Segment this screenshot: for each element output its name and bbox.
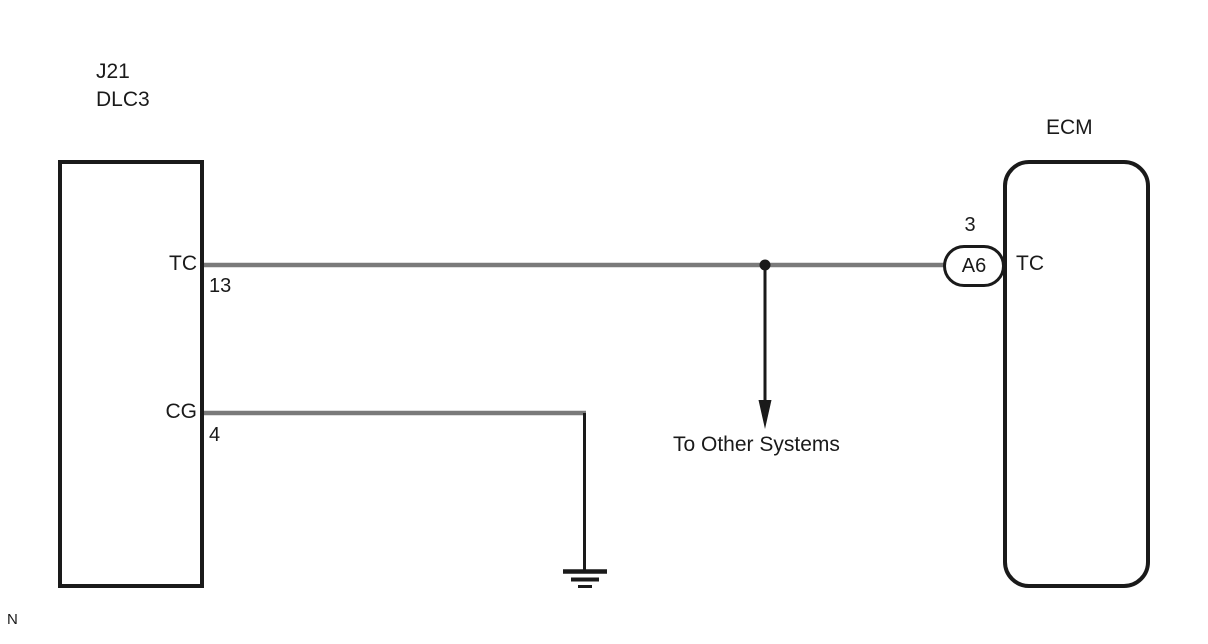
dlc3-connector-name: DLC3 xyxy=(96,88,150,111)
dlc3-box xyxy=(58,160,204,588)
ecm-pin-connector-oval: A6 xyxy=(943,245,1005,287)
dlc3-pin-tc-label: TC xyxy=(169,252,197,275)
ecm-box xyxy=(1003,160,1150,588)
ground-icon xyxy=(563,569,607,588)
arrow-down-icon xyxy=(758,400,772,429)
dlc3-pin-tc-number: 13 xyxy=(209,275,232,297)
ecm-pin-label: TC xyxy=(1016,252,1044,275)
junction-dot xyxy=(759,259,771,271)
branch-label: To Other Systems xyxy=(673,433,840,456)
ecm-pin-number: 3 xyxy=(964,214,976,236)
dlc3-pin-cg-label: CG xyxy=(165,400,198,423)
ecm-title: ECM xyxy=(1046,116,1093,139)
ecm-pin-connector-id: A6 xyxy=(961,254,987,277)
footer-label: N xyxy=(7,611,18,628)
dlc3-connector-code: J21 xyxy=(96,60,130,83)
dlc3-pin-cg-number: 4 xyxy=(209,424,221,446)
